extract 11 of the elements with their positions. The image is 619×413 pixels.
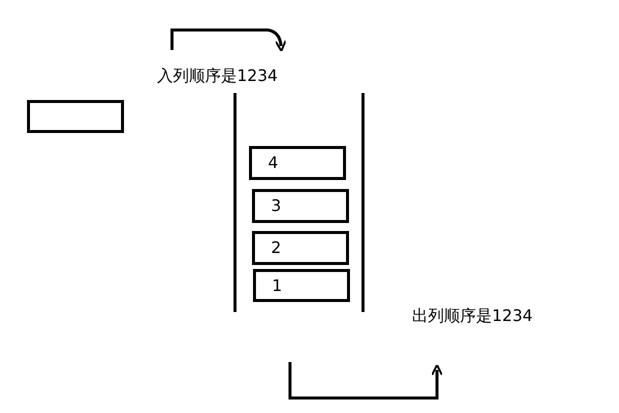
enqueue-order-label: 入列顺序是1234 — [157, 66, 278, 87]
queue-item-box — [253, 269, 350, 302]
queue-item-box — [252, 189, 349, 223]
item-number: 3 — [271, 196, 282, 215]
queue-item-box — [249, 146, 346, 180]
empty-box — [27, 100, 124, 133]
item-number: 1 — [272, 276, 282, 295]
item-number: 2 — [271, 238, 282, 257]
queue-item-box — [252, 231, 349, 265]
dequeue-order-label: 出列顺序是1234 — [412, 306, 533, 327]
item-number: 4 — [268, 153, 278, 172]
